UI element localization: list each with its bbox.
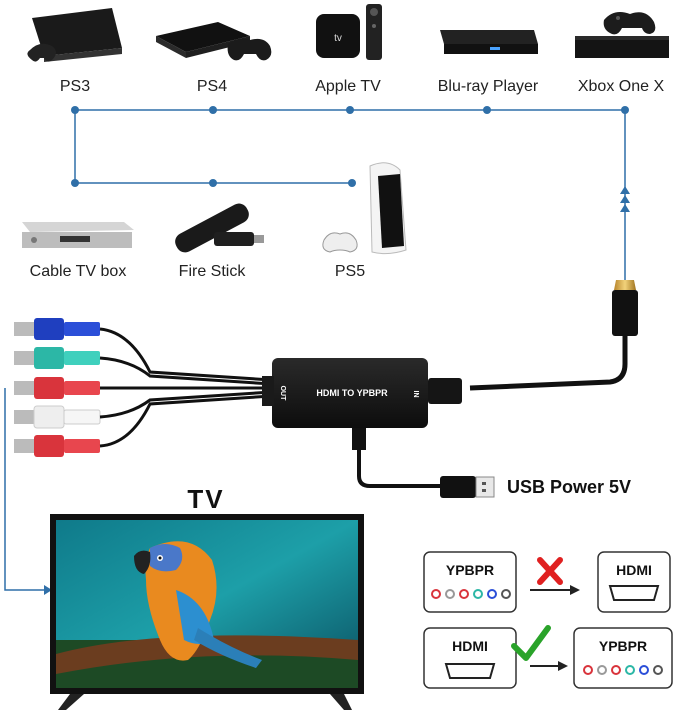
rca-plugs: [14, 318, 101, 457]
bluray-label: Blu-ray Player: [437, 78, 539, 95]
ps4-console-icon: [156, 22, 272, 61]
usb-power-label: USB Power 5V: [507, 477, 632, 497]
in-port-label: IN: [412, 391, 419, 398]
ypbpr-source-box: [423, 551, 517, 613]
xbox-label: Xbox One X: [577, 78, 665, 95]
converter-box: HDMI TO YPBPR OUT IN: [262, 358, 462, 428]
row1-from-label: YPBPR: [445, 562, 495, 578]
out-port-label: OUT: [279, 386, 286, 402]
usb-cable: [352, 428, 495, 498]
ps5-console-icon: [322, 162, 407, 255]
converter-label: HDMI TO YPBPR: [316, 388, 388, 398]
svg-text:tv: tv: [334, 33, 342, 44]
arrow-right-icon-2: [530, 661, 568, 671]
hdmi-source-box: [423, 627, 517, 689]
tv-icon: [50, 514, 364, 710]
hdmi-port-icon-2: [444, 663, 496, 679]
rca-plug-white: [14, 405, 101, 429]
hdmi-port-icon: [608, 585, 660, 601]
tv-title: TV: [187, 484, 225, 514]
check-icon: [511, 625, 551, 661]
apple-tv-label: Apple TV: [315, 78, 381, 95]
ps5-label: PS5: [334, 263, 366, 280]
connection-dots: [71, 106, 629, 187]
ps3-console-icon: [27, 8, 122, 62]
rca-plug-blue: [14, 318, 100, 340]
xbox-console-icon: [575, 12, 669, 58]
row1-to-label: HDMI: [616, 562, 652, 578]
ps4-label: PS4: [196, 78, 228, 95]
fire-stick-icon: [175, 203, 264, 253]
bluray-player-icon: [440, 30, 538, 54]
ps3-label: PS3: [59, 78, 91, 95]
tv-arrow: [44, 585, 52, 595]
rca-dots-icon-2: [583, 665, 663, 675]
row2-from-label: HDMI: [452, 638, 488, 654]
hdmi-plug-icon: [469, 280, 638, 391]
compat-row-2: [423, 625, 673, 689]
ypbpr-target-box: [573, 627, 673, 689]
hdmi-target-box: [597, 551, 671, 613]
cross-icon: [537, 557, 563, 585]
rca-plug-red-1: [14, 377, 100, 399]
compat-row-1: [423, 551, 671, 613]
signal-arrows: [620, 186, 630, 212]
rca-plug-red-2: [14, 435, 100, 457]
fire-stick-label: Fire Stick: [178, 263, 246, 280]
rca-dots-icon: [431, 589, 511, 599]
cable-tv-box-icon: [22, 222, 134, 248]
row2-to-label: YPBPR: [598, 638, 648, 654]
apple-tv-icon: tv: [316, 4, 382, 60]
rca-cables: [99, 327, 273, 448]
rca-plug-green: [14, 347, 100, 369]
cable-box-label: Cable TV box: [29, 263, 127, 280]
arrow-right-icon: [530, 585, 580, 595]
